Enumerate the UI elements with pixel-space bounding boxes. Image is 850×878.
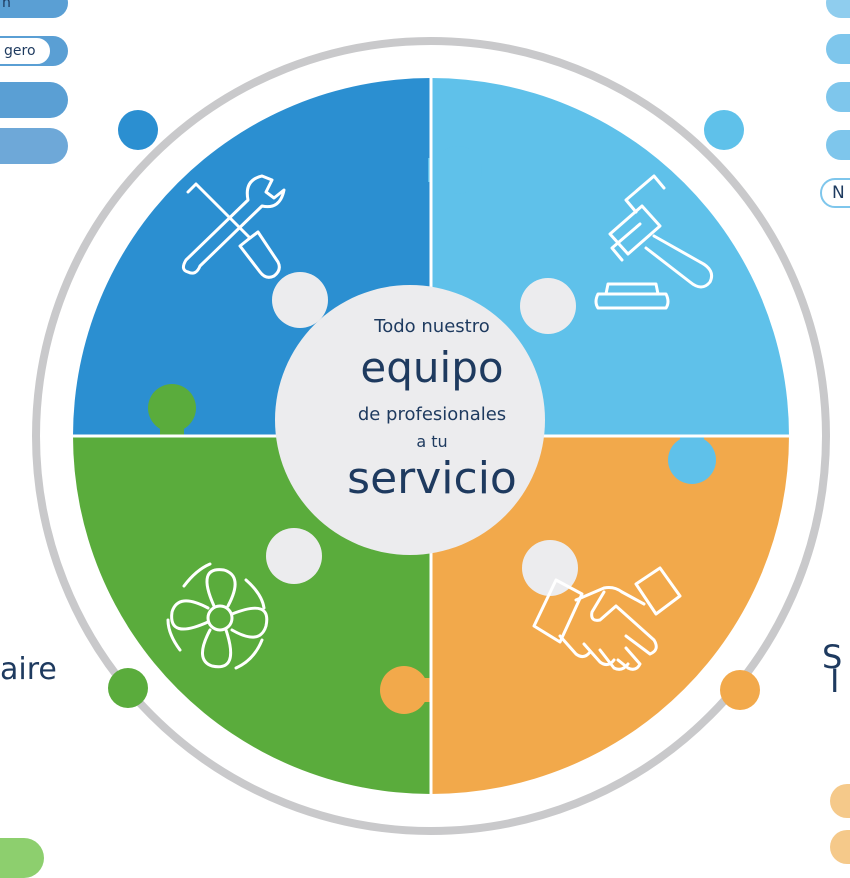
right-pill-4 <box>826 130 850 160</box>
ring-dot-top-left <box>118 110 158 150</box>
puzzle-diagram <box>32 37 830 835</box>
left-pill-4 <box>0 128 68 164</box>
left-pill-3 <box>0 82 68 118</box>
wrench-screwdriver-icon <box>181 174 286 279</box>
ring-dot-top-right <box>704 110 744 150</box>
center-line-5: servicio <box>347 453 517 504</box>
knob-bottom <box>380 666 428 714</box>
center-hub <box>275 285 545 555</box>
ring-dot-bottom-right <box>720 670 760 710</box>
knob-top <box>434 146 482 194</box>
outer-ring <box>32 37 830 835</box>
center-knob-bottom-left <box>266 528 322 584</box>
handshake-icon <box>532 566 682 671</box>
right-heading-fragment-2: I <box>830 662 840 700</box>
right-pill-1 <box>826 0 850 18</box>
left-heading-fragment: aire <box>0 652 57 687</box>
left-pill-2-inner <box>0 36 52 66</box>
center-knob-top-right <box>520 278 576 334</box>
fan-icon <box>166 562 269 670</box>
knob-right <box>668 436 716 484</box>
right-pill-5-label: N <box>832 183 845 203</box>
knob-left-neck <box>160 424 184 440</box>
puzzle-piece-agreement <box>431 436 789 794</box>
gavel-icon <box>594 174 714 310</box>
right-pill-5 <box>820 178 850 208</box>
knob-right-neck <box>680 430 704 446</box>
center-line-1: Todo nuestro <box>374 316 490 337</box>
center-line-4: a tu <box>416 432 448 451</box>
center-line-3: de profesionales <box>357 404 507 425</box>
center-line-2: equipo <box>360 343 504 392</box>
knob-left <box>148 384 196 432</box>
right-pill-3 <box>826 82 850 112</box>
right-heading-fragment-1: S <box>822 638 843 676</box>
center-knob-bottom-right <box>522 540 578 596</box>
center-knob-top-left <box>272 272 328 328</box>
left-pill-2-label: gero <box>4 43 36 59</box>
right-pill-2 <box>826 34 850 64</box>
right-bottom-orange-pill-1 <box>830 784 850 818</box>
left-pill-1-label: n <box>2 0 11 11</box>
left-pill-1 <box>0 0 68 18</box>
ring-dot-bottom-left <box>108 668 148 708</box>
